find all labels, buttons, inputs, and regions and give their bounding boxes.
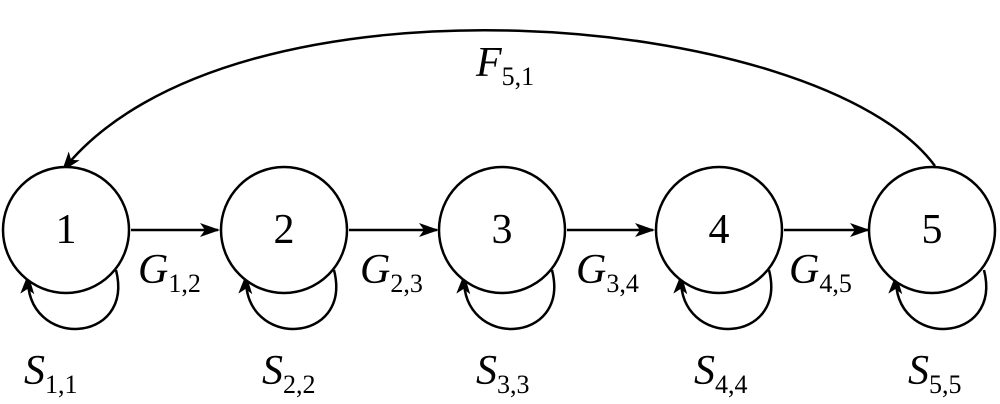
node-circle-1 — [1, 165, 131, 295]
self-loop-subscript-2: 2,2 — [283, 370, 316, 399]
self-loop-label-3: S3,3 — [476, 348, 530, 399]
self-loop-symbol-1: S — [24, 348, 45, 394]
self-loop-3: S3,3 — [456, 269, 556, 399]
self-loop-symbol-4: S — [694, 348, 715, 394]
self-loop-arc-5 — [888, 269, 988, 331]
edge-label-3-4: G3,4 — [576, 247, 639, 298]
self-loop-arc-4 — [673, 269, 773, 331]
edge-label-1-2: G1,2 — [138, 247, 201, 298]
self-loop-1: S1,1 — [20, 269, 120, 399]
self-loop-symbol-3: S — [476, 348, 497, 394]
edge-subscript-2-3: 2,3 — [390, 269, 423, 298]
edge-symbol-1-2: G — [138, 247, 168, 293]
self-loop-label-1: S1,1 — [24, 348, 78, 399]
node-3: 3 — [437, 165, 567, 295]
node-4: 4 — [654, 165, 784, 295]
edge-2-3: G2,3 — [349, 223, 439, 298]
edge-3-4: G3,4 — [567, 223, 655, 298]
node-circle-5 — [867, 165, 997, 295]
edge-symbol-3-4: G — [576, 247, 606, 293]
edge-symbol-2-3: G — [360, 247, 390, 293]
edge-subscript-3-4: 3,4 — [606, 269, 639, 298]
node-1: 1 — [1, 165, 131, 295]
edge-1-2: G1,2 — [131, 223, 220, 298]
self-loop-subscript-1: 1,1 — [45, 370, 78, 399]
self-loop-5: S5,5 — [888, 269, 988, 399]
self-loop-subscript-3: 3,3 — [497, 370, 530, 399]
self-loop-subscript-4: 4,4 — [715, 370, 748, 399]
self-loop-arc-3 — [456, 269, 556, 331]
self-loop-arc-1 — [20, 269, 120, 331]
node-circle-4 — [654, 165, 784, 295]
self-loop-4: S4,4 — [673, 269, 773, 399]
edge-label-4-5: G4,5 — [789, 247, 852, 298]
self-loop-label-2: S2,2 — [262, 348, 316, 399]
self-loop-subscript-5: 5,5 — [929, 370, 962, 399]
edge-4-5: G4,5 — [784, 223, 870, 298]
feedback-edge-5-1: F5,1 — [61, 29, 937, 172]
self-loop-symbol-2: S — [262, 348, 283, 394]
self-loop-symbol-5: S — [908, 348, 929, 394]
feedback-subscript: 5,1 — [502, 62, 535, 91]
node-label-2: 2 — [274, 207, 295, 253]
node-label-4: 4 — [709, 207, 730, 253]
edge-subscript-4-5: 4,5 — [819, 269, 852, 298]
feedback-arc — [61, 29, 937, 172]
node-label-5: 5 — [922, 207, 943, 253]
edge-symbol-4-5: G — [789, 247, 819, 293]
node-circle-2 — [219, 165, 349, 295]
node-5: 5 — [867, 165, 997, 295]
self-loop-arc-2 — [238, 269, 338, 331]
self-loop-label-5: S5,5 — [908, 348, 962, 399]
feedback-label: F5,1 — [475, 40, 534, 91]
edge-label-2-3: G2,3 — [360, 247, 423, 298]
node-circle-3 — [437, 165, 567, 295]
self-loop-2: S2,2 — [238, 269, 338, 399]
node-label-1: 1 — [56, 207, 77, 253]
self-loop-label-4: S4,4 — [694, 348, 748, 399]
node-2: 2 — [219, 165, 349, 295]
edge-subscript-1-2: 1,2 — [168, 269, 201, 298]
feedback-symbol: F — [475, 40, 502, 86]
node-label-3: 3 — [492, 207, 513, 253]
